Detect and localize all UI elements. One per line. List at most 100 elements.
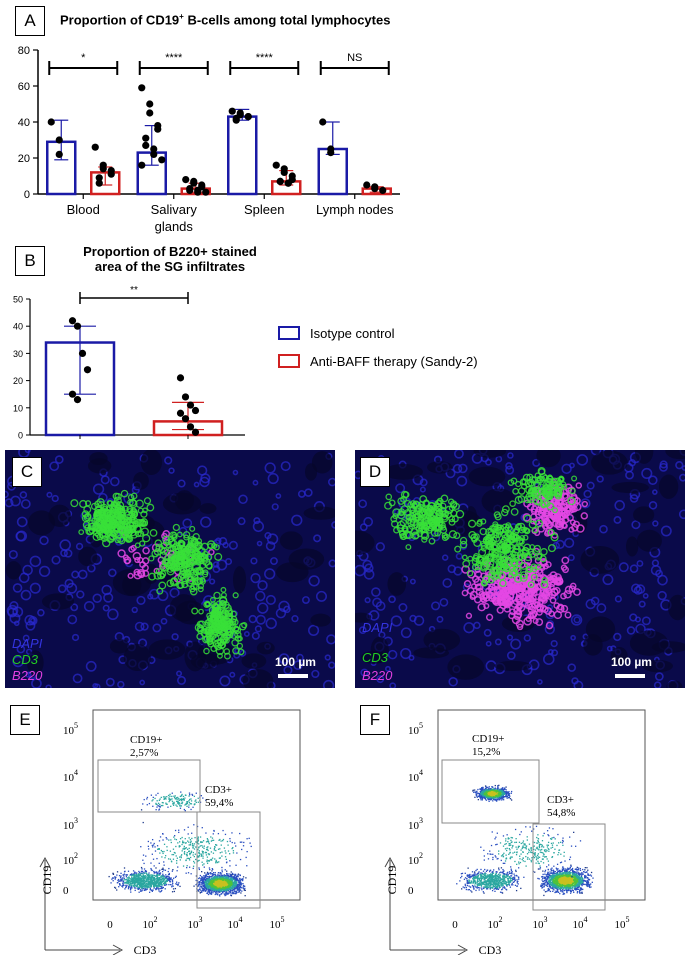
- flow-event: [237, 880, 239, 882]
- flow-event: [143, 868, 146, 870]
- flow-event: [204, 875, 207, 878]
- b220-cell: [545, 621, 554, 630]
- dapi-nucleus: [596, 603, 607, 613]
- flow-event: [214, 882, 217, 884]
- micrograph-dark-region: [642, 659, 674, 673]
- flow-event: [209, 881, 211, 883]
- chart-b-data-point: [176, 409, 185, 417]
- flow-event: [136, 877, 139, 879]
- flow-event: [217, 889, 219, 891]
- cd3-cell: [204, 621, 211, 628]
- flow-xtick-exponent: 3: [199, 915, 203, 924]
- legend-label-isotype: Isotype control: [310, 325, 395, 341]
- flow-event: [138, 875, 140, 878]
- cd3-cell: [426, 505, 433, 512]
- flow-event: [128, 880, 130, 882]
- cd3-cell: [236, 642, 244, 650]
- flow-event: [206, 875, 209, 878]
- cd3-cell: [531, 476, 539, 484]
- b220-cell: [558, 507, 567, 516]
- flow-event: [222, 885, 224, 887]
- flow-event: [172, 888, 175, 890]
- chart-a-category-label: Salivary: [151, 202, 198, 217]
- stain-label-b220-d: B220: [362, 668, 393, 683]
- dapi-nucleus: [278, 653, 290, 665]
- cd3-cell: [492, 549, 500, 558]
- flow-event: [118, 874, 121, 877]
- flow-event: [212, 887, 214, 889]
- flow-event: [212, 877, 215, 879]
- flow-event: [159, 869, 161, 872]
- flow-event: [230, 884, 232, 886]
- chart-b-ytick-label: 10: [13, 403, 23, 413]
- flow-event: [214, 876, 216, 878]
- cd3-cell: [128, 498, 137, 507]
- flow-event: [125, 876, 128, 878]
- b220-cell: [465, 612, 473, 619]
- flow-event: [132, 880, 134, 882]
- flow-event: [141, 880, 143, 882]
- flow-event: [151, 883, 153, 885]
- flow-event: [144, 885, 146, 888]
- dapi-nucleus: [659, 462, 668, 472]
- cd3-cell: [519, 535, 526, 542]
- flow-event: [155, 880, 158, 882]
- dapi-nucleus: [304, 488, 313, 497]
- cd3-cell: [408, 512, 417, 521]
- flow-event: [202, 883, 204, 885]
- cd3-cell: [148, 572, 156, 581]
- flow-event: [208, 883, 210, 885]
- flow-event: [112, 880, 114, 882]
- chart-a-data-point: [154, 125, 162, 133]
- flow-event: [240, 879, 243, 881]
- flow-event: [201, 887, 204, 890]
- cd3-cell: [494, 571, 502, 579]
- cd3-cell: [187, 555, 194, 562]
- b220-cell: [469, 594, 476, 600]
- flow-event: [220, 885, 222, 887]
- flow-event: [151, 874, 153, 876]
- cd3-cell: [436, 499, 443, 506]
- dapi-nucleus: [408, 654, 415, 661]
- dapi-nucleus: [38, 565, 51, 577]
- flow-event: [133, 881, 135, 884]
- flow-event: [222, 889, 225, 891]
- flow-event: [137, 875, 139, 877]
- dapi-nucleus: [613, 516, 622, 524]
- flow-event: [218, 891, 221, 893]
- flow-event: [153, 874, 156, 877]
- dapi-nucleus: [506, 651, 516, 660]
- flow-event: [178, 882, 180, 884]
- dapi-nucleus: [199, 476, 210, 488]
- flow-event: [237, 885, 239, 887]
- cd3-cell: [522, 534, 529, 541]
- b220-cell: [564, 585, 574, 595]
- chart-a-data-point: [150, 145, 158, 153]
- flow-event: [140, 885, 142, 887]
- dapi-nucleus: [101, 584, 112, 596]
- flow-event: [168, 872, 171, 875]
- dapi-nucleus: [398, 603, 408, 612]
- b220-cell: [554, 520, 562, 528]
- flow-event: [232, 885, 234, 887]
- flow-event: [134, 873, 136, 876]
- dapi-nucleus: [64, 578, 74, 588]
- flow-event: [165, 884, 167, 886]
- flow-event: [224, 894, 226, 897]
- cd3-cell: [547, 528, 555, 537]
- b220-cell: [564, 483, 573, 492]
- flow-event: [242, 886, 244, 888]
- flow-event: [126, 877, 129, 879]
- cd3-cell: [191, 562, 201, 571]
- flow-event: [201, 882, 204, 884]
- flow-event: [160, 875, 163, 877]
- micrograph-dark-region: [5, 561, 22, 580]
- cd3-cell: [502, 505, 510, 514]
- dapi-nucleus: [507, 452, 514, 459]
- flow-event: [134, 885, 136, 887]
- flow-event: [219, 890, 222, 892]
- flow-event: [170, 878, 172, 880]
- dapi-nucleus: [92, 483, 105, 495]
- dapi-nucleus: [505, 462, 513, 470]
- dapi-nucleus: [254, 625, 262, 633]
